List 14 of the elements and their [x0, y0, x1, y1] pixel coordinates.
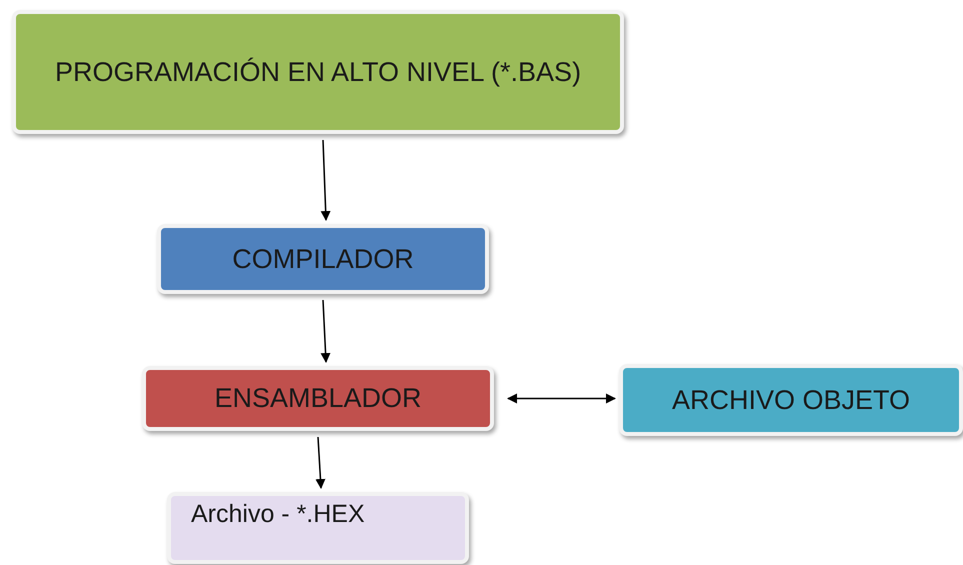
process-box — [142, 366, 494, 431]
process-box — [157, 224, 489, 294]
arrow — [320, 140, 331, 221]
process-box — [619, 364, 963, 436]
process-box — [12, 10, 624, 134]
arrow — [315, 436, 326, 489]
arrow — [507, 394, 616, 404]
arrow — [320, 300, 331, 363]
process-box — [167, 492, 469, 564]
box-label: COMPILADOR — [231, 242, 415, 276]
box-label: ARCHIVO OBJETO — [670, 384, 912, 417]
box-label: PROGRAMACIÓN EN ALTO NIVEL (*.BAS) — [54, 56, 582, 89]
box-label: ENSAMBLADOR — [213, 382, 423, 416]
box-label: Archivo - *.HEX — [191, 499, 366, 530]
